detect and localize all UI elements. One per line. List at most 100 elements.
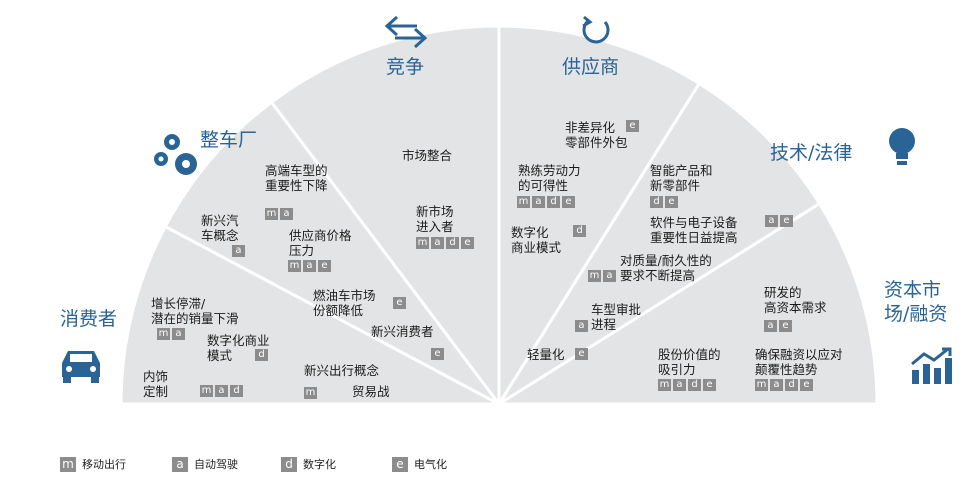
- tag-e: e: [800, 379, 813, 391]
- tag-a: a: [603, 270, 616, 282]
- tag-d: d: [785, 379, 798, 391]
- tag-e: e: [575, 348, 588, 360]
- legend-key-a: a: [172, 456, 188, 472]
- legend-key-d: d: [281, 456, 297, 472]
- legend-digitalization: d 数字化: [281, 456, 336, 472]
- legend-electrification: e 电气化: [392, 456, 447, 472]
- item-interior-customization: 内饰 定制: [143, 369, 169, 399]
- item-growth-stagnation: 增长停滞/ 潜在的销量下滑: [151, 296, 239, 326]
- tags-mobility-concept: m: [304, 387, 317, 399]
- tags-emerging-consumers: e: [431, 348, 444, 360]
- tag-e: e: [665, 196, 678, 208]
- item-digital-model-suppliers: 数字化 商业模式: [511, 225, 562, 255]
- tag-a: a: [575, 320, 588, 332]
- gears-icon: [154, 134, 197, 175]
- tag-m: m: [288, 260, 301, 272]
- legend-mobility: m 移动出行: [60, 456, 126, 472]
- item-market-consolidation: 市场整合: [402, 148, 453, 163]
- legend-label-digitalization: 数字化: [303, 458, 336, 471]
- legend-autonomous: a 自动驾驶: [172, 456, 238, 472]
- segment-label-capital: 资本市 场/融资: [884, 279, 948, 325]
- tag-m: m: [588, 270, 601, 282]
- item-ice-decline: 燃油车市场 份额降低: [313, 288, 376, 318]
- segment-label-consumers: 消费者: [60, 308, 118, 330]
- tag-e: e: [431, 348, 444, 360]
- tag-e: e: [626, 120, 639, 132]
- item-supplier-price-pressure: 供应商价格 压力: [289, 228, 352, 258]
- fan-segment-capital: [493, 201, 879, 406]
- item-financing-volatility: 确保融资以应对 颠覆性趋势: [755, 347, 843, 377]
- legend-label-mobility: 移动出行: [82, 458, 126, 471]
- tag-m: m: [200, 385, 213, 397]
- lightbulb-icon: [889, 128, 915, 165]
- legend-label-electrification: 电气化: [414, 458, 447, 471]
- tag-a: a: [764, 320, 777, 332]
- exchange-arrows-icon: [384, 15, 428, 49]
- tag-e: e: [461, 237, 474, 249]
- item-rd-capital: 研发的 高资本需求: [764, 285, 827, 315]
- tag-a: a: [770, 379, 783, 391]
- item-shareholder-value: 股份价值的 吸引力: [658, 347, 721, 377]
- tags-emerging-car-concept: a: [232, 245, 245, 257]
- item-emerging-car-concept: 新兴汽 车概念: [201, 213, 239, 243]
- legend-key-e: e: [392, 456, 408, 472]
- item-new-entrants: 新市场 进入者: [416, 204, 454, 234]
- item-skilled-labor: 熟练劳动力 的可得性: [518, 163, 581, 193]
- item-type-approval: 车型审批 进程: [591, 302, 642, 332]
- tag-m: m: [517, 196, 530, 208]
- fan-segment-oem: [163, 100, 501, 406]
- tags-digital-model-suppliers: d: [573, 225, 586, 237]
- tag-d: d: [547, 196, 560, 208]
- segment-label-competition: 竞争: [386, 56, 425, 78]
- tag-a: a: [215, 385, 228, 397]
- tag-e: e: [779, 320, 792, 332]
- tag-m: m: [304, 387, 317, 399]
- tag-m: m: [157, 328, 170, 340]
- tag-d: d: [573, 225, 586, 237]
- segment-label-suppliers: 供应商: [562, 56, 620, 78]
- tag-a: a: [303, 260, 316, 272]
- tag-m: m: [755, 379, 768, 391]
- tag-a: a: [532, 196, 545, 208]
- item-smart-products: 智能产品和 新零部件: [650, 163, 713, 193]
- tag-a: a: [172, 328, 185, 340]
- tag-d: d: [255, 349, 268, 361]
- segment-label-tech-law: 技术/法律: [770, 142, 853, 164]
- item-high-end-models: 高端车型的 重要性下降: [265, 163, 328, 193]
- legend-key-m: m: [60, 456, 76, 472]
- fan-segment-competition: [269, 24, 501, 409]
- tag-d: d: [230, 385, 243, 397]
- tag-a: a: [765, 215, 778, 227]
- item-mobility-concept: 新兴出行概念: [304, 363, 380, 378]
- item-emerging-consumers: 新兴消费者: [371, 324, 434, 339]
- growth-chart-icon: [911, 347, 952, 384]
- tag-m: m: [658, 379, 671, 391]
- tags-digital-model-consumers: d: [255, 349, 268, 361]
- tags-lightweight: e: [575, 348, 588, 360]
- segment-label-oem: 整车厂: [200, 129, 258, 151]
- tag-a: a: [280, 208, 293, 220]
- car-icon: [62, 351, 100, 383]
- tag-a: a: [673, 379, 686, 391]
- tag-e: e: [780, 215, 793, 227]
- tags-type-approval: a: [575, 320, 588, 332]
- tag-e: e: [703, 379, 716, 391]
- item-non-diff-outsourcing: 非差异化 零部件外包: [565, 120, 628, 150]
- item-lightweight: 轻量化: [527, 347, 565, 362]
- tag-m: m: [265, 208, 278, 220]
- tag-d: d: [650, 196, 663, 208]
- item-digital-model-consumers: 数字化商业 模式: [207, 333, 270, 363]
